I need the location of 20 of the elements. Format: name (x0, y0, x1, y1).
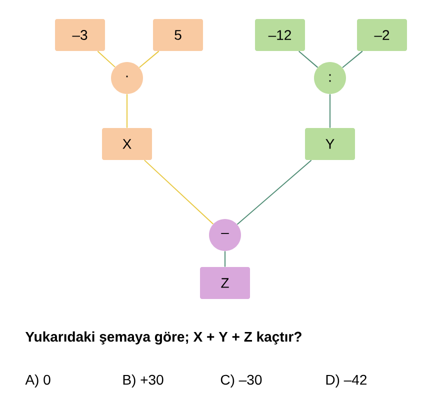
answer-option: A) 0 (25, 374, 50, 388)
number-box: –12 (255, 19, 305, 51)
connector-line (126, 94, 128, 128)
answer-option: C) –30 (220, 374, 262, 388)
number-box: –3 (55, 19, 105, 51)
answer-option: B) +30 (123, 374, 164, 388)
number-box: –2 (357, 19, 407, 51)
number-box: Y (305, 128, 355, 160)
number-box: 5 (153, 19, 203, 51)
connector-line (224, 250, 226, 268)
connector-line (138, 50, 160, 68)
connector-line (97, 50, 116, 68)
question-text: Yukarıdaki şemaya göre; X + Y + Z kaçtır? (25, 331, 302, 345)
number-box: Z (200, 267, 250, 299)
connector-line (298, 50, 318, 68)
connector-line (236, 160, 312, 225)
connector-line (342, 50, 363, 68)
connector-line (144, 160, 214, 224)
answer-option: D) –42 (326, 374, 366, 388)
number-box: X (102, 128, 152, 160)
